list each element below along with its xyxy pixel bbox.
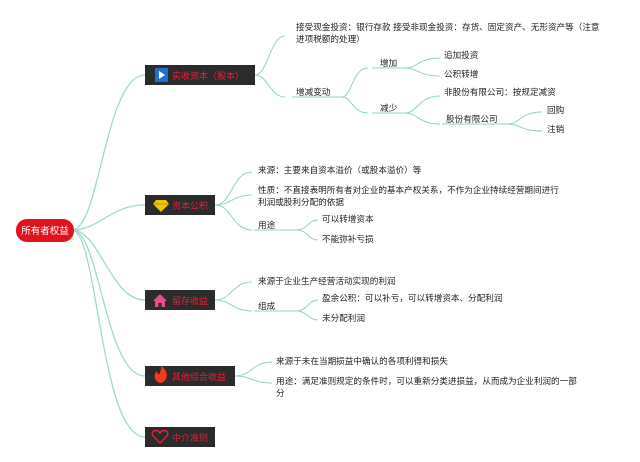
node-retained-earnings[interactable]: 留存收益 (145, 290, 215, 310)
root-node[interactable]: 所有者权益 (16, 219, 74, 242)
nature-text: 利润或股利分配的依据 (258, 196, 344, 208)
composition-item: 未分配利润 (322, 312, 365, 324)
house-icon (153, 294, 167, 307)
branch-paid-in-details: 接受现金投资：银行存款 接受非现金投资：存货、固定资产、无形资产等（注意 进项税… (254, 21, 600, 135)
node-intermediate-standard[interactable]: 中介准则 (145, 427, 215, 447)
use-label: 用途 (258, 219, 276, 231)
branch-capital-reserve-details: 来源：主要来自资本溢价（或股本溢价）等 性质：不直接表明所有者对企业的基本产权关… (214, 164, 559, 245)
source-text: 来源于企业生产经营活动实现的利润 (258, 275, 396, 287)
branch-retained-details: 来源于企业生产经营活动实现的利润 组成 盈余公积：可以补亏，可以转增资本、分配利… (214, 275, 502, 324)
non-stock-company: 非股份有限公司：按规定减资 (444, 86, 556, 98)
decrease-label: 减少 (380, 102, 398, 114)
source-text: 来源于未在当期损益中确认的各项利得和损失 (276, 355, 448, 367)
stock-company: 股份有限公司 (446, 113, 498, 125)
intake-text: 接受现金投资：银行存款 接受非现金投资：存货、固定资产、无形资产等（注意 (296, 21, 600, 33)
nature-text: 性质：不直接表明所有者对企业的基本产权关系，不作为企业持续经营期间进行 (258, 184, 559, 196)
flag-icon (155, 68, 168, 82)
root-label: 所有者权益 (21, 225, 69, 237)
main-connectors (71, 74, 146, 438)
heart-icon (151, 429, 169, 444)
stock-item: 注销 (547, 123, 565, 135)
flame-icon (154, 366, 167, 383)
composition-item: 盈余公积：可以补亏，可以转增资本、分配利润 (322, 292, 502, 304)
use-text: 用途：满足准则规定的条件时，可以重新分类进损益，从而成为企业利润的一部 (276, 375, 577, 387)
branch-oci-details: 来源于未在当期损益中确认的各项利得和损失 用途：满足准则规定的条件时，可以重新分… (234, 355, 577, 399)
node-capital-reserve[interactable]: 资本公积 (145, 195, 215, 215)
node-paid-in-capital[interactable]: 实收资本（股本） (145, 65, 255, 85)
increase-item: 追加投资 (444, 49, 479, 61)
node-label: 中介准则 (172, 432, 208, 444)
source-text: 来源：主要来自资本溢价（或股本溢价）等 (258, 164, 422, 176)
increase-label: 增加 (380, 57, 397, 69)
stock-item: 回购 (547, 104, 564, 116)
intake-text: 进项税额的处理） (296, 33, 365, 45)
change-label: 增减变动 (296, 86, 331, 98)
node-label: 资本公积 (172, 200, 208, 212)
use-item: 不能弥补亏损 (322, 233, 374, 245)
increase-item: 公积转增 (444, 68, 478, 80)
diamond-icon (153, 200, 169, 212)
use-item: 可以转增资本 (322, 213, 374, 225)
node-label: 其他综合收益 (172, 371, 226, 383)
node-other-comprehensive-income[interactable]: 其他综合收益 (145, 366, 235, 386)
node-label: 留存收益 (172, 295, 208, 307)
composition-label: 组成 (258, 300, 276, 312)
node-label: 实收资本（股本） (172, 70, 244, 82)
use-text: 分 (276, 388, 285, 399)
